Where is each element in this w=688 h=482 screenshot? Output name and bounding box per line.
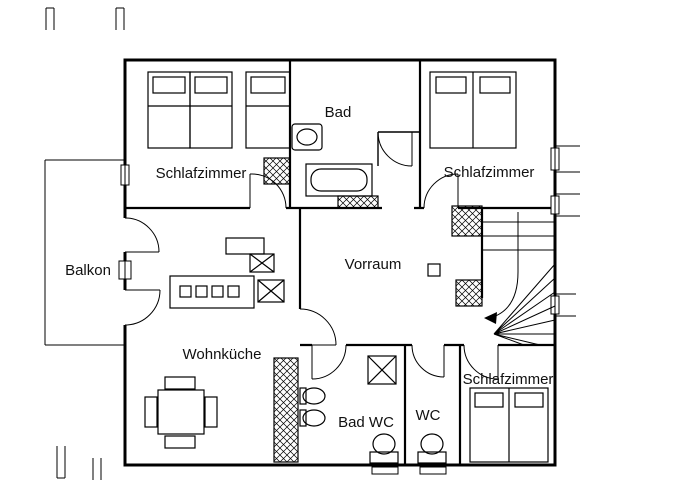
stairs [482, 212, 556, 346]
outer-walls [123, 58, 557, 467]
room-label-schlafzimmer-bottom: Schlafzimmer [463, 371, 554, 388]
kitchen-counter [169, 275, 255, 309]
door-bad-wc [311, 344, 347, 380]
stair-direction-arrow [484, 312, 497, 324]
door-wohnkueche [299, 308, 337, 346]
room-label-schlafzimmer-top-left: Schlafzimmer [156, 165, 247, 182]
door-wc [411, 344, 445, 378]
shaft-hatch-badwc [273, 357, 299, 463]
kitchen-cabinet [225, 237, 265, 255]
right-window-reveals [556, 145, 580, 317]
window-right-bedroom [550, 147, 560, 171]
shaft-hatch-bedroom-left [263, 157, 291, 185]
window-left-bedroom [120, 164, 130, 186]
window-stairs-bottom [550, 295, 560, 315]
bed-top-left-1 [147, 71, 191, 149]
bottom-left-wall-ticks [56, 446, 102, 480]
kitchen-shaft-box-1 [249, 253, 275, 273]
toilet-wc [417, 433, 447, 464]
window-stairs-top [550, 195, 560, 215]
kitchen-shaft-box-2 [257, 279, 285, 303]
door-bedroom-top-right [423, 173, 459, 209]
wall-bad-niche [377, 131, 420, 166]
windows [118, 147, 560, 315]
bottom-vent-right [419, 466, 447, 475]
door-balcony-bedroom [124, 217, 160, 253]
furniture [144, 71, 549, 464]
bathtub [305, 163, 373, 197]
room-label-schlafzimmer-top-right: Schlafzimmer [444, 164, 535, 181]
top-left-wall-ticks [45, 7, 125, 30]
doors [124, 131, 499, 380]
shaft-hatch-stairs-bottom [455, 279, 483, 307]
vorraum-floor-box [427, 263, 441, 277]
bed-top-left-3 [245, 71, 291, 149]
exterior-outline [44, 7, 580, 480]
stair-walk-line [489, 212, 519, 319]
room-label-bad: Bad [325, 104, 352, 121]
room-labels: Bad Schlafzimmer Schlafzimmer Balkon Vor… [65, 104, 553, 431]
dining-table [144, 376, 218, 449]
room-label-bad-wc: Bad WC [338, 414, 394, 431]
shafts [263, 157, 483, 463]
bottom-vent-left [371, 466, 399, 475]
room-label-vorraum: Vorraum [345, 256, 402, 273]
balcony-railing [44, 159, 125, 346]
badwc-sink-1 [299, 387, 326, 405]
door-bedroom-bottom [463, 344, 499, 380]
room-label-wc: WC [416, 407, 441, 424]
bed-bottom-double [469, 387, 549, 463]
door-balcony-wohnkueche [124, 289, 161, 326]
bathroom-sink [291, 123, 323, 151]
shaft-hatch-bad [337, 195, 379, 209]
bed-top-right-double [429, 71, 517, 149]
room-label-wohnkueche: Wohnküche [183, 346, 262, 363]
toilet-badwc [369, 433, 399, 464]
window-balcony [118, 260, 132, 280]
bed-top-left-2 [189, 71, 233, 149]
door-bad [377, 131, 413, 167]
room-label-balkon: Balkon [65, 262, 111, 279]
badwc-sink-2 [299, 409, 326, 427]
shaft-hatch-stairs-top [451, 205, 483, 237]
washing-machine [367, 355, 397, 385]
